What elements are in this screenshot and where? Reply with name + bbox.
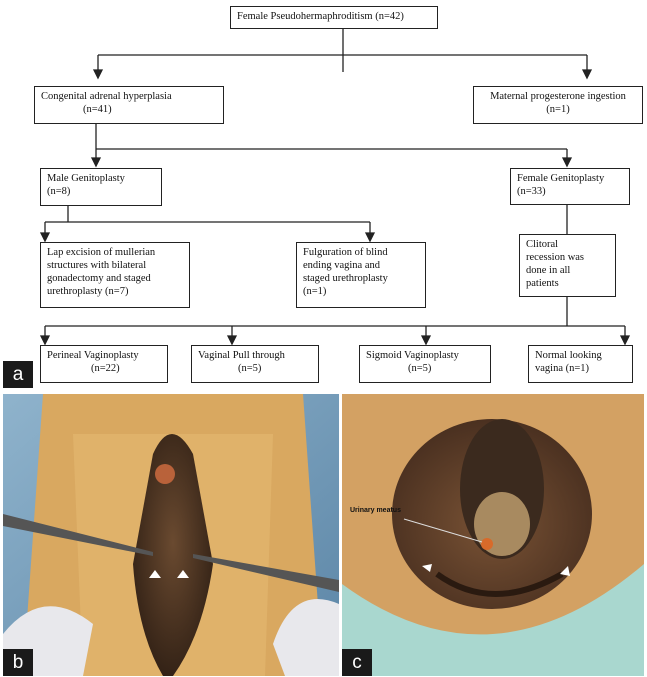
normal-title: Normal looking [535,349,626,362]
normal-box: Normal looking vagina (n=1) [528,345,633,383]
sigmoid-title: Sigmoid Vaginoplasty [366,349,484,362]
cah-count: (n=41) [41,103,217,116]
female-genitoplasty-box: Female Genitoplasty (n=33) [510,168,630,205]
fulguration-line: Fulguration of blind [303,246,419,259]
panel-label-b: b [3,649,33,676]
urinary-meatus-annotation: Urinary meatus [350,507,401,514]
lap-excision-line: urethroplasty (n=7) [47,285,183,298]
female-genitoplasty-title: Female Genitoplasty [517,172,623,185]
clitoral-box: Clitoral recession was done in all patie… [519,234,616,297]
cah-title: Congenital adrenal hyperplasia [41,90,217,103]
clitoral-line: recession was [526,251,609,264]
fulguration-line: (n=1) [303,285,419,298]
photo-panel-c: Urinary meatus c [342,394,644,676]
panel-label-a: a [3,361,33,388]
male-genitoplasty-box: Male Genitoplasty (n=8) [40,168,162,206]
cah-box: Congenital adrenal hyperplasia (n=41) [34,86,224,124]
root-label: Female Pseudohermaphroditism (n=42) [237,11,404,22]
maternal-box: Maternal progesterone ingestion (n=1) [473,86,643,124]
perineal-box: Perineal Vaginoplasty (n=22) [40,345,168,383]
sigmoid-count: (n=5) [366,362,484,375]
clitoral-line: patients [526,277,609,290]
fulguration-box: Fulguration of blind ending vagina and s… [296,242,426,308]
lap-excision-line: gonadectomy and staged [47,272,183,285]
female-genitoplasty-count: (n=33) [517,185,623,198]
perineal-count: (n=22) [47,362,161,375]
pull-through-count: (n=5) [198,362,312,375]
maternal-count: (n=1) [480,103,636,116]
lap-excision-box: Lap excision of mullerian structures wit… [40,242,190,308]
perineal-title: Perineal Vaginoplasty [47,349,161,362]
photo-c-illustration [342,394,644,676]
sigmoid-box: Sigmoid Vaginoplasty (n=5) [359,345,491,383]
photo-panel-b: b [3,394,339,676]
male-genitoplasty-title: Male Genitoplasty [47,172,155,185]
clitoral-line: done in all [526,264,609,277]
maternal-title: Maternal progesterone ingestion [480,90,636,103]
fulguration-line: ending vagina and [303,259,419,272]
root-box: Female Pseudohermaphroditism (n=42) [230,6,438,29]
normal-count: vagina (n=1) [535,362,626,375]
clitoral-line: Clitoral [526,238,609,251]
pull-through-title: Vaginal Pull through [198,349,312,362]
lap-excision-line: structures with bilateral [47,259,183,272]
fulguration-line: staged urethroplasty [303,272,419,285]
pull-through-box: Vaginal Pull through (n=5) [191,345,319,383]
male-genitoplasty-count: (n=8) [47,185,155,198]
lap-excision-line: Lap excision of mullerian [47,246,183,259]
panel-label-c: c [342,649,372,676]
photo-b-illustration [3,394,339,676]
